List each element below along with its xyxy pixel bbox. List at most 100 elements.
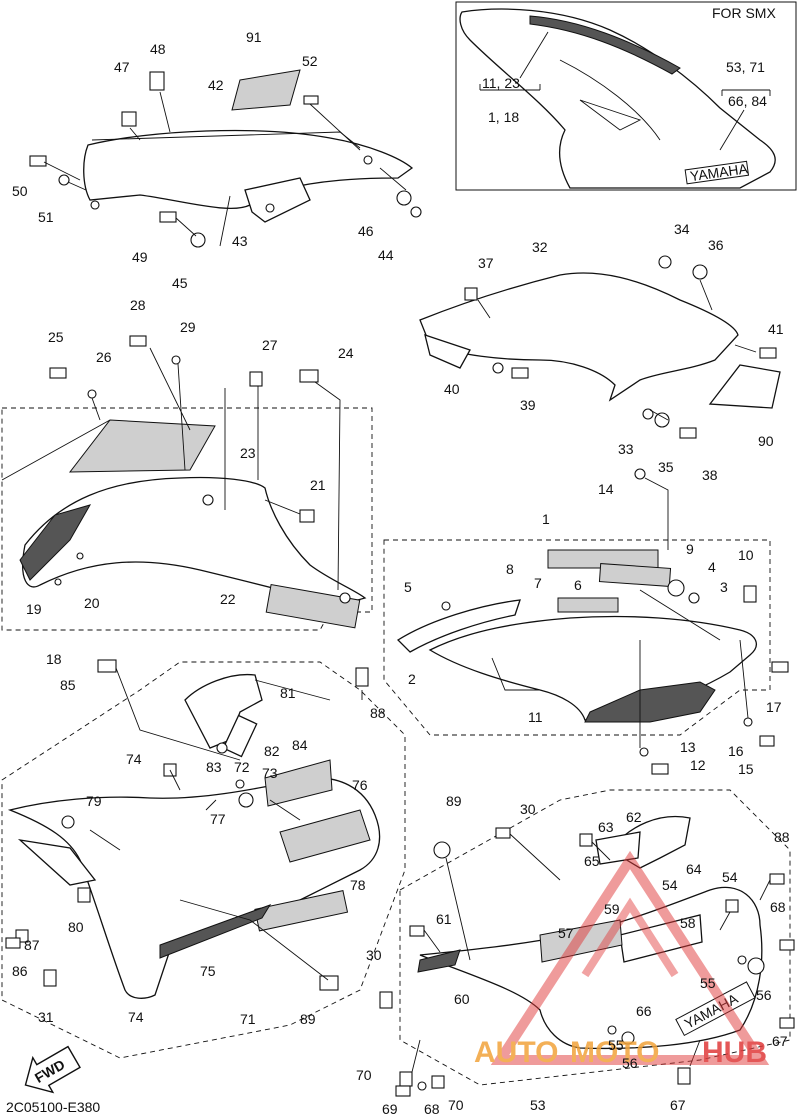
- callout-83: 83: [206, 759, 222, 775]
- callout-56a: 56: [756, 987, 772, 1003]
- callout-86: 86: [12, 963, 28, 979]
- callout-25: 25: [48, 329, 64, 345]
- part-13-washer: [639, 747, 649, 757]
- part-91-pad: [231, 69, 301, 111]
- callout-17: 17: [766, 699, 782, 715]
- callout-50: 50: [12, 183, 28, 199]
- callout-21: 21: [310, 477, 326, 493]
- drawing-code: 2C05100-E380: [6, 1099, 100, 1115]
- part-32-duct: [419, 272, 739, 402]
- callout-74b: 74: [128, 1009, 144, 1025]
- callout-63: 63: [598, 819, 614, 835]
- callout-16: 16: [728, 743, 744, 759]
- part-50-screw: [29, 155, 47, 167]
- part-65-nut: [579, 833, 593, 847]
- part-4-grommet: [667, 579, 685, 597]
- callout-9: 9: [686, 541, 694, 557]
- callout-labels: 91 48 47 52 42 50 51 49 45 43 46 44 11, …: [12, 29, 790, 1117]
- callout-40: 40: [444, 381, 460, 397]
- part-31-clip: [43, 969, 57, 987]
- callout-34: 34: [674, 221, 690, 237]
- part-86-screw: [5, 937, 21, 949]
- callout-33: 33: [618, 441, 634, 457]
- callout-69: 69: [382, 1101, 398, 1117]
- watermark-auto: AUTO: [474, 1036, 558, 1069]
- callout-32: 32: [532, 239, 548, 255]
- callout-65: 65: [584, 853, 600, 869]
- fwd-arrow: FWD: [24, 1045, 81, 1094]
- part-69-screw: [395, 1085, 411, 1097]
- part-25-screw: [49, 367, 67, 379]
- part-67-screw-a: [779, 1017, 795, 1029]
- part-89-clip-b: [433, 841, 451, 859]
- part-group-side-panel-1: [383, 468, 789, 775]
- callout-53: 53: [530, 1097, 546, 1113]
- part-85-bolt: [97, 659, 117, 673]
- part-16-washer: [743, 717, 753, 727]
- part-23-screen: [68, 419, 216, 473]
- callout-78: 78: [350, 877, 366, 893]
- callout-77: 77: [210, 811, 226, 827]
- callout-82: 82: [264, 743, 280, 759]
- callout-60: 60: [454, 991, 470, 1007]
- part-56-grommet-b: [621, 1031, 635, 1045]
- callout-68b: 68: [424, 1101, 440, 1117]
- callout-51: 51: [38, 209, 54, 225]
- callout-90: 90: [758, 433, 774, 449]
- part-70-nut-b: [431, 1075, 445, 1089]
- callout-4: 4: [708, 559, 716, 575]
- part-49-screw: [159, 211, 177, 223]
- callout-43: 43: [232, 233, 248, 249]
- part-40-washer: [492, 362, 504, 374]
- part-18-side-panel: [22, 476, 367, 606]
- part-47-nut: [121, 111, 137, 127]
- part-55-collar: [737, 955, 747, 965]
- callout-55a: 55: [700, 975, 716, 991]
- part-68-screw: [779, 939, 795, 951]
- part-46-grommet: [396, 190, 412, 206]
- inset-frame: [455, 1, 797, 191]
- callout-44: 44: [378, 247, 394, 263]
- callout-26: 26: [96, 349, 112, 365]
- fwd-arrow-icon: [24, 1045, 81, 1094]
- part-60-trim: [417, 949, 461, 973]
- callout-76: 76: [352, 777, 368, 793]
- part-9-pad: [598, 563, 672, 587]
- callout-88b: 88: [774, 829, 790, 845]
- part-80-panel: [17, 839, 97, 886]
- inset-for-smx: FOR SMX YAMAHA: [455, 1, 797, 191]
- callout-72: 72: [234, 759, 250, 775]
- part-43-bracket: [244, 177, 311, 223]
- callout-46: 46: [358, 223, 374, 239]
- part-82-pad: [222, 714, 258, 758]
- part-72-collar: [235, 779, 245, 789]
- part-15-screw: [759, 735, 775, 747]
- callout-30b: 30: [366, 947, 382, 963]
- part-26-washer: [87, 389, 97, 399]
- callout-30a: 30: [520, 801, 536, 817]
- part-73-grommet: [238, 792, 254, 808]
- callout-70a: 70: [356, 1067, 372, 1083]
- part-48-clip: [149, 71, 165, 91]
- callout-81: 81: [280, 685, 296, 701]
- part-70-nut-a: [399, 1071, 413, 1087]
- callout-20: 20: [84, 595, 100, 611]
- part-61-screw: [409, 925, 425, 937]
- part-29-washer: [171, 355, 181, 365]
- part-10-clip: [743, 585, 757, 603]
- callout-41: 41: [768, 321, 784, 337]
- callout-55b: 55: [608, 1037, 624, 1053]
- callout-91: 91: [246, 29, 262, 45]
- part-21-clip: [299, 509, 315, 523]
- callout-1-18: 1, 18: [488, 109, 519, 125]
- part-52-screw: [303, 95, 319, 105]
- part-40-bracket: [424, 334, 471, 369]
- callout-37: 37: [478, 255, 494, 271]
- part-3-collar: [688, 592, 700, 604]
- callout-12: 12: [690, 757, 706, 773]
- part-71-lower-fairing: [7, 777, 381, 999]
- callout-61: 61: [436, 911, 452, 927]
- callout-36: 36: [708, 237, 724, 253]
- part-group-lower-fairing-71: [1, 659, 406, 1059]
- callout-89b: 89: [446, 793, 462, 809]
